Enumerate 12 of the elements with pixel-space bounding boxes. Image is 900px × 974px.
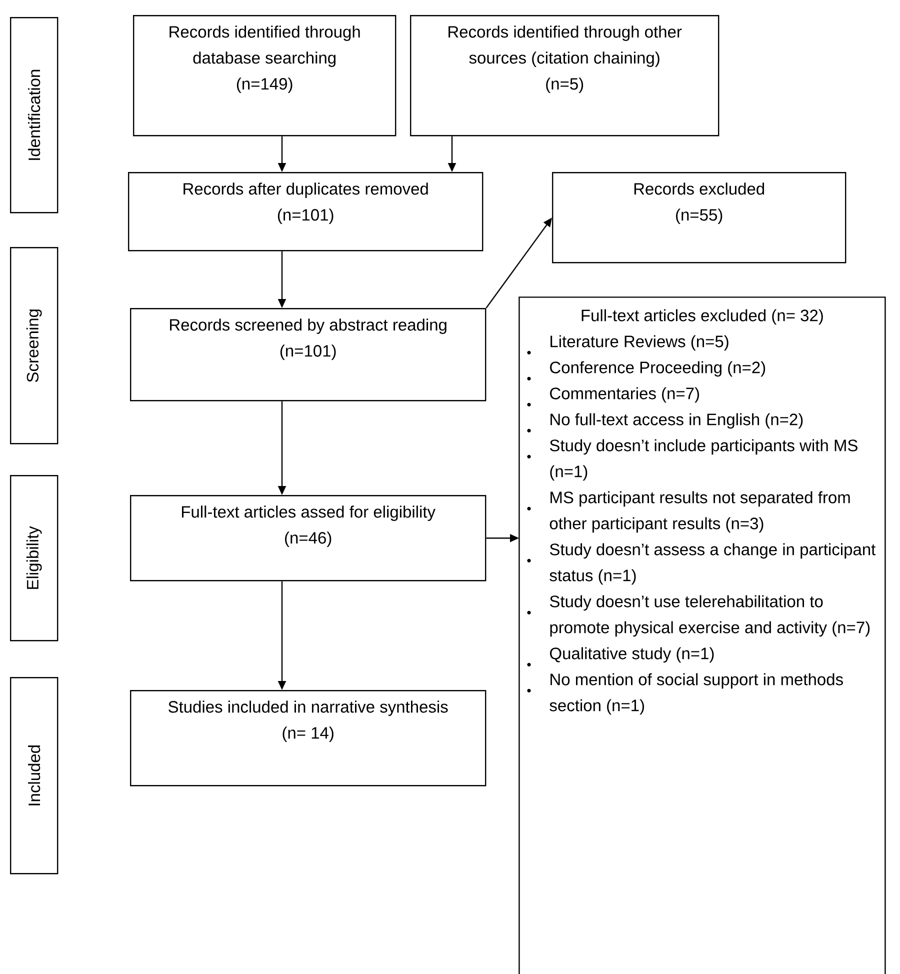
stage-label-box: Identification [10,17,58,214]
process-box: Records after duplicates removed (n=101) [128,172,484,252]
process-box: Records identified through database searching (n=149) [133,15,396,136]
exclusion-list-box: Full-text articles excluded (n= 32) Literature Reviews (n=5) Conference Proceeding (n=2) Commentaries (n=7) No full-text access in English (n=2) Study doesn’t include participants with MS (n=1) MS participant results not separated from other participant results (n=3) Study doesn’t assess a change in participant status (n=1) Study doesn’t use telerehabilitation to promote physical exercise and activity (n=7) Qualitative study (n=1) No mention of social support in methods section (n=1) [518,296,886,974]
process-box: Records identified through other sources (citation chaining) (n=5) [410,15,720,136]
process-box: Records screened by abstract reading (n=101) [130,308,486,402]
stage-label-box: Included [10,677,58,874]
process-box: Records excluded (n=55) [552,172,846,264]
stage-label-box: Screening [10,247,58,444]
stage-label-box: Eligibility [10,475,58,642]
process-box: Studies included in narrative synthesis (n= 14) [130,690,486,786]
process-box: Full-text articles assed for eligibility (n=46) [130,495,486,582]
